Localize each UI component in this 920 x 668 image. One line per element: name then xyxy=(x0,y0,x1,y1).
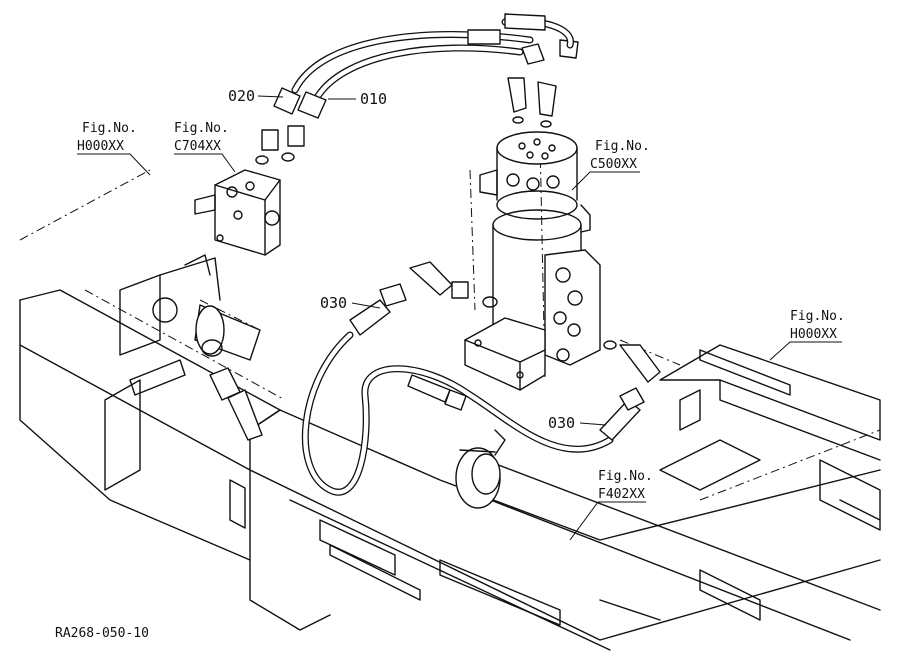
ref-line2: H000XX xyxy=(790,327,837,342)
label-f402xx: Fig.No. F402XX xyxy=(569,469,653,541)
part-label: 020 xyxy=(228,87,255,105)
label-c500xx: Fig.No. C500XX xyxy=(571,139,650,191)
ref-line1: Fig.No. xyxy=(595,139,650,154)
swivel-joint xyxy=(464,131,601,391)
frame-main-longitudinal xyxy=(249,409,881,651)
center-lines xyxy=(19,139,881,501)
part-number-030-left: 030 xyxy=(320,294,381,312)
hose-bottom-030 xyxy=(209,261,661,496)
frame-right-beam xyxy=(659,344,881,531)
part-number-020: 020 xyxy=(228,87,284,105)
label-c704xx: Fig.No. C704XX xyxy=(174,121,236,173)
ref-line1: Fig.No. xyxy=(82,121,137,136)
drawing-code: RA268-050-10 xyxy=(55,626,149,641)
ref-line2: C704XX xyxy=(174,139,221,154)
valve-block xyxy=(194,125,305,256)
ref-line1: Fig.No. xyxy=(598,469,653,484)
ref-line2: H000XX xyxy=(77,139,124,154)
ref-line1: Fig.No. xyxy=(174,121,229,136)
hose-top-010-020 xyxy=(273,13,574,119)
left-cylinder xyxy=(119,254,261,361)
frame-left-beam xyxy=(19,289,331,631)
part-label: 030 xyxy=(320,294,347,312)
part-label: 010 xyxy=(360,90,387,108)
part-number-030-right: 030 xyxy=(548,414,607,432)
label-h000xx-right: Fig.No. H000XX xyxy=(769,309,845,361)
label-h000xx-left: Fig.No. H000XX xyxy=(77,121,151,176)
ref-line1: Fig.No. xyxy=(790,309,845,324)
ref-line2: F402XX xyxy=(598,487,645,502)
part-number-010: 010 xyxy=(328,90,387,108)
ref-line2: C500XX xyxy=(590,157,637,172)
part-label: 030 xyxy=(548,414,575,432)
cross-pipe xyxy=(455,429,881,641)
